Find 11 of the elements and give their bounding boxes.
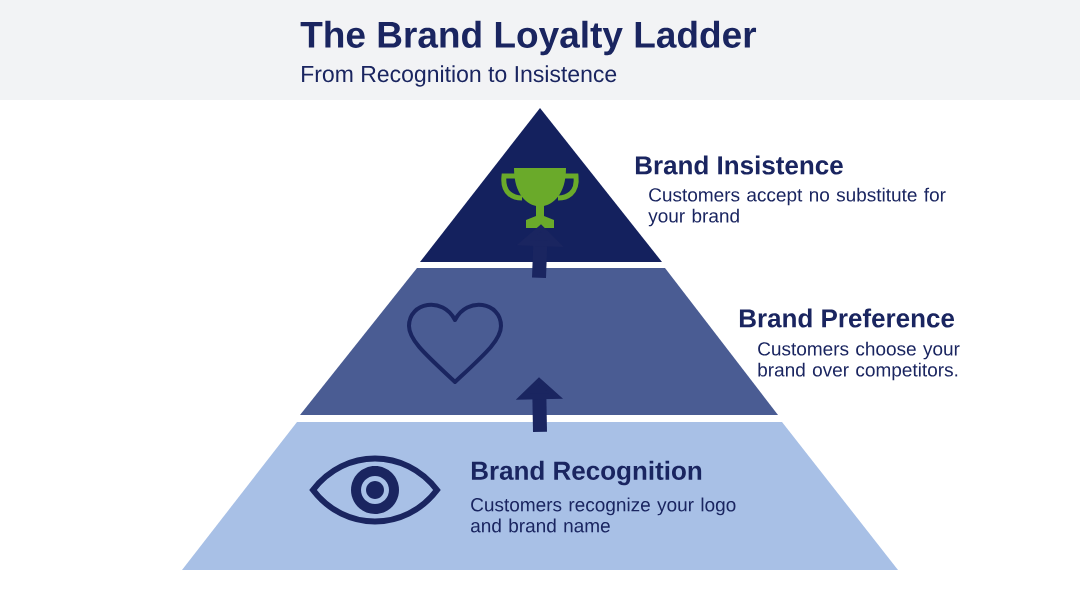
pyramid-tier: [420, 108, 946, 262]
tier-description: Customers accept no substitute for your brand: [648, 187, 946, 227]
pyramid-tier: [182, 422, 898, 570]
subtitle: From Recognition to Insistence: [302, 65, 617, 87]
tier-description: Customers choose your brand over competitors.: [758, 341, 960, 381]
tier-heading: Brand Insistence: [635, 155, 843, 175]
tier-heading: Brand Recognition: [471, 460, 702, 486]
tier-heading: Brand Preference: [739, 308, 955, 328]
pyramid-tier: [300, 268, 960, 415]
title: The Brand Loyalty Ladder: [300, 20, 757, 56]
tier-description: Customers recognize your logo and brand name: [471, 497, 736, 533]
